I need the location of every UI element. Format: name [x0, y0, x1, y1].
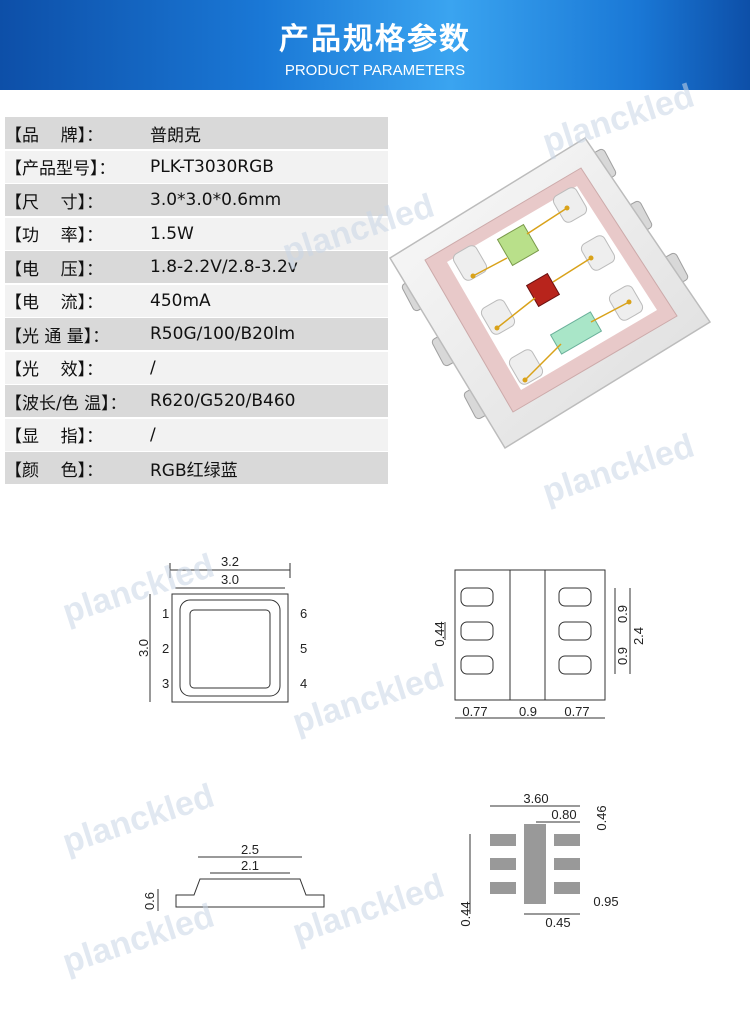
- bottom-view-drawing: 0.44 0.9 0.9 2.4 0.77 0.9 0.77: [432, 569, 646, 719]
- page-title: 产品规格参数: [279, 22, 471, 57]
- spec-label: 【光 通 量】：: [5, 326, 110, 347]
- led-die-green: [496, 223, 540, 267]
- bottom-view-outline: [454, 569, 606, 701]
- dim-045: 0.45: [545, 915, 570, 930]
- spec-label: 【电 流】：: [5, 293, 104, 313]
- pin-5: 5: [300, 641, 307, 656]
- spec-row-brand: 【品 牌】： 普朗克: [5, 117, 388, 149]
- spec-label: 【颜 色】：: [5, 460, 104, 481]
- spec-value: 450mA: [150, 290, 211, 311]
- dim-077-right: 0.77: [564, 704, 589, 719]
- dim-inner-width: 3.0: [221, 572, 239, 587]
- spec-label: 【产品型号】：: [5, 159, 116, 179]
- led-chip-image: [388, 136, 712, 450]
- dim-24: 2.4: [631, 627, 646, 645]
- spec-row-color: 【颜 色】： RGB红绿蓝: [5, 452, 388, 484]
- dim-077-left: 0.77: [462, 704, 487, 719]
- spec-table: 【品 牌】： 普朗克 【产品型号】： PLK-T3030RGB 【尺 寸】： 3.0*…: [5, 117, 388, 486]
- spec-row-voltage: 【电 压】： 1.8-2.2V/2.8-3.2v: [5, 251, 388, 283]
- dim-side-height: 3.0: [136, 639, 151, 657]
- dim-25: 2.5: [241, 842, 259, 857]
- dim-044: 0.44: [432, 621, 447, 646]
- spec-row-size: 【尺 寸】： 3.0*3.0*0.6mm: [5, 184, 388, 216]
- spec-value: /: [150, 357, 156, 378]
- spec-value: 普朗克: [150, 125, 201, 146]
- pin-4: 4: [300, 676, 307, 691]
- spec-value: 3.0*3.0*0.6mm: [150, 190, 282, 210]
- dim-06: 0.6: [142, 892, 157, 910]
- spec-value: /: [150, 424, 156, 445]
- side-view-drawing: 2.5 2.1 0.6: [142, 842, 325, 911]
- dim-046: 0.46: [594, 805, 609, 830]
- spec-label: 【显 指】：: [5, 427, 104, 447]
- led-die-blue: [549, 311, 603, 355]
- footprint-drawing: 3.60 0.80 0.46 0.44 0.45 0.95: [460, 791, 619, 930]
- top-view-drawing: 3.2 3.0 3.0 1 2 3 6 5 4: [136, 554, 307, 703]
- spec-label: 【尺 寸】：: [5, 192, 104, 213]
- spec-value: RGB红绿蓝: [150, 460, 238, 481]
- spec-value: 1.5W: [150, 223, 194, 244]
- dim-360: 3.60: [523, 791, 548, 806]
- pin-6: 6: [300, 606, 307, 621]
- spec-row-current: 【电 流】： 450mA: [5, 284, 388, 317]
- side-view-outline: [175, 878, 325, 908]
- spec-value: 1.8-2.2V/2.8-3.2v: [150, 257, 298, 277]
- spec-value: R50G/100/B20lm: [150, 324, 296, 344]
- dim-080: 0.80: [551, 807, 576, 822]
- spec-row-power: 【功 率】： 1.5W: [5, 217, 388, 250]
- spec-row-cri: 【显 指】： /: [5, 418, 388, 451]
- spec-label: 【功 率】：: [5, 226, 104, 246]
- dim-095: 0.95: [593, 894, 618, 909]
- spec-value: R620/G520/B460: [150, 391, 296, 411]
- footprint-pads: [490, 824, 580, 904]
- spec-row-wavelength: 【波长/色 温】： R620/G520/B460: [5, 385, 388, 417]
- page-subtitle: PRODUCT PARAMETERS: [284, 62, 466, 79]
- dim-09-upper: 0.9: [615, 605, 630, 623]
- dim-044-footprint: 0.44: [460, 901, 473, 926]
- dim-outer-width: 3.2: [221, 554, 239, 569]
- spec-row-flux: 【光 通 量】： R50G/100/B20lm: [5, 318, 388, 350]
- spec-row-efficacy: 【光 效】： /: [5, 351, 388, 384]
- spec-row-model: 【产品型号】： PLK-T3030RGB: [5, 150, 388, 183]
- pin-3: 3: [162, 676, 169, 691]
- header-banner: 产品规格参数 PRODUCT PARAMETERS: [0, 0, 750, 90]
- spec-label: 【光 效】：: [5, 360, 104, 380]
- spec-label: 【电 压】：: [5, 259, 104, 280]
- spec-label: 【波长/色 温】：: [5, 393, 127, 414]
- pin-2: 2: [162, 641, 169, 656]
- pin-1: 1: [162, 606, 169, 621]
- top-view-outline: [171, 593, 289, 703]
- led-bond-wires: [472, 207, 630, 381]
- dim-09-center: 0.9: [519, 704, 537, 719]
- dim-21: 2.1: [241, 858, 259, 873]
- dim-09-lower: 0.9: [615, 647, 630, 665]
- spec-label: 【品 牌】：: [5, 125, 104, 146]
- spec-value: PLK-T3030RGB: [150, 156, 274, 177]
